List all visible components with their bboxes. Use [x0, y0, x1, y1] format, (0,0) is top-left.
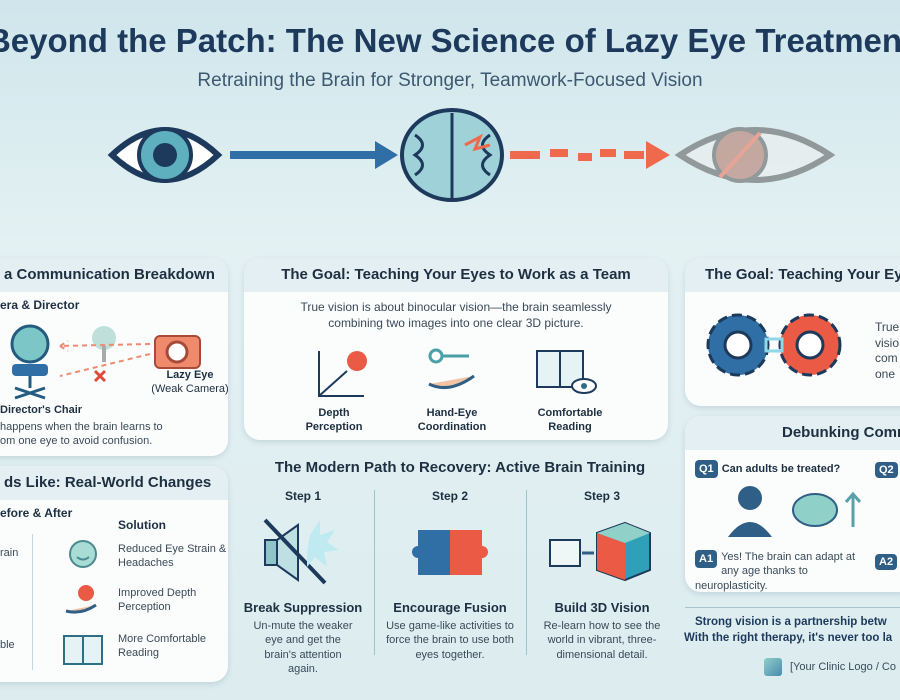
hand-key-icon [428, 348, 475, 390]
step-number: Step 1 [284, 489, 321, 503]
after-item: Reduced Eye Strain & Headaches [118, 543, 227, 570]
changes-title: ds Like: Real-World Changes [0, 466, 228, 500]
step-divider [526, 490, 527, 655]
before-item: rain [0, 547, 19, 559]
healthy-eye-icon [107, 127, 223, 183]
unmute-speaker-icon [263, 518, 339, 585]
broken-arrow-icon [510, 141, 670, 169]
breakdown-subtitle: era & Director [0, 298, 80, 312]
footer-line-1: Strong vision is a partnership betw [695, 616, 887, 628]
solution-header: Solution [118, 518, 166, 532]
3d-cube-icon [549, 521, 651, 582]
happy-face-icon [69, 540, 97, 568]
myths-title: Debunking Comm [685, 416, 900, 450]
step-number: Step 3 [583, 489, 620, 503]
depth-perception-icon [318, 351, 367, 397]
goal-desc: True vision is about binocular vision—th… [300, 300, 612, 330]
adult-brain-icons [728, 486, 862, 537]
clinic-logo-text: [Your Clinic Logo / Co [790, 661, 896, 673]
step-desc: Un-mute the weaker eye and get the brain… [253, 620, 353, 675]
benefit-label: Comfortable Reading [537, 407, 603, 434]
step-name: Encourage Fusion [393, 600, 507, 615]
signal-arrow-icon [230, 141, 398, 169]
benefit-icons [318, 348, 597, 397]
book-icon [63, 635, 103, 665]
q1-badge: Q1 [695, 460, 718, 479]
director-chair-icon [10, 324, 50, 400]
changes-card: ds Like: Real-World Changes efore & Afte… [0, 466, 228, 682]
step-name: Break Suppression [243, 600, 363, 615]
step-divider [374, 490, 375, 655]
path-title: The Modern Path to Recovery: Active Brai… [274, 459, 646, 476]
step-desc: Use game-like activities to force the br… [386, 620, 514, 661]
puzzle-icon [412, 530, 488, 575]
footer-line-2: With the right therapy, it's never too l… [684, 632, 893, 644]
clinic-logo-icon [764, 658, 782, 676]
breakdown-card: a Communication Breakdown era & Director… [0, 258, 228, 456]
hand-ball-icon [65, 585, 97, 614]
step-name: Build 3D Vision [554, 600, 650, 615]
benefit-label: Hand-Eye Coordination [417, 407, 487, 434]
brain-growth-icon [792, 491, 862, 527]
step-desc: Re-learn how to see the world in vibrant… [543, 620, 661, 661]
goal2-title: The Goal: Teaching Your Ey [685, 258, 900, 292]
footer-divider [685, 607, 900, 608]
camera-director-diagram [10, 324, 201, 400]
camera-label: Lazy Eye(Weak Camera) [151, 369, 228, 396]
weak-eye-icon [674, 127, 836, 183]
page-subtitle: Retraining the Brain for Stronger, Teamw… [197, 70, 703, 91]
reading-eye-icon [536, 350, 597, 394]
person-icon [728, 486, 772, 537]
step-number: Step 2 [431, 489, 468, 503]
brain-icon [400, 108, 504, 202]
gears-icon [706, 313, 842, 377]
breakdown-title: a Communication Breakdown [0, 258, 228, 292]
before-item: ble [0, 639, 15, 651]
page-title: Beyond the Patch: The New Science of Laz… [0, 22, 900, 59]
answer-2: A2 [875, 552, 900, 570]
chair-label: Director's Chair [0, 404, 83, 416]
goal-card: The Goal: Teaching Your Eyes to Work as … [244, 258, 668, 440]
camera-icon [154, 335, 201, 369]
divider [32, 534, 33, 670]
question-2: Q2 [875, 460, 900, 478]
solution-icons [63, 540, 103, 665]
hero-illustration [107, 108, 836, 202]
step-icons [263, 518, 651, 585]
after-item: Improved Depth Perception [118, 587, 197, 614]
changes-subtitle: efore & After [0, 506, 73, 520]
benefit-label: Depth Perception [305, 407, 363, 434]
goal-title: The Goal: Teaching Your Eyes to Work as … [244, 258, 668, 292]
after-item: More Comfortable Reading [118, 633, 207, 660]
